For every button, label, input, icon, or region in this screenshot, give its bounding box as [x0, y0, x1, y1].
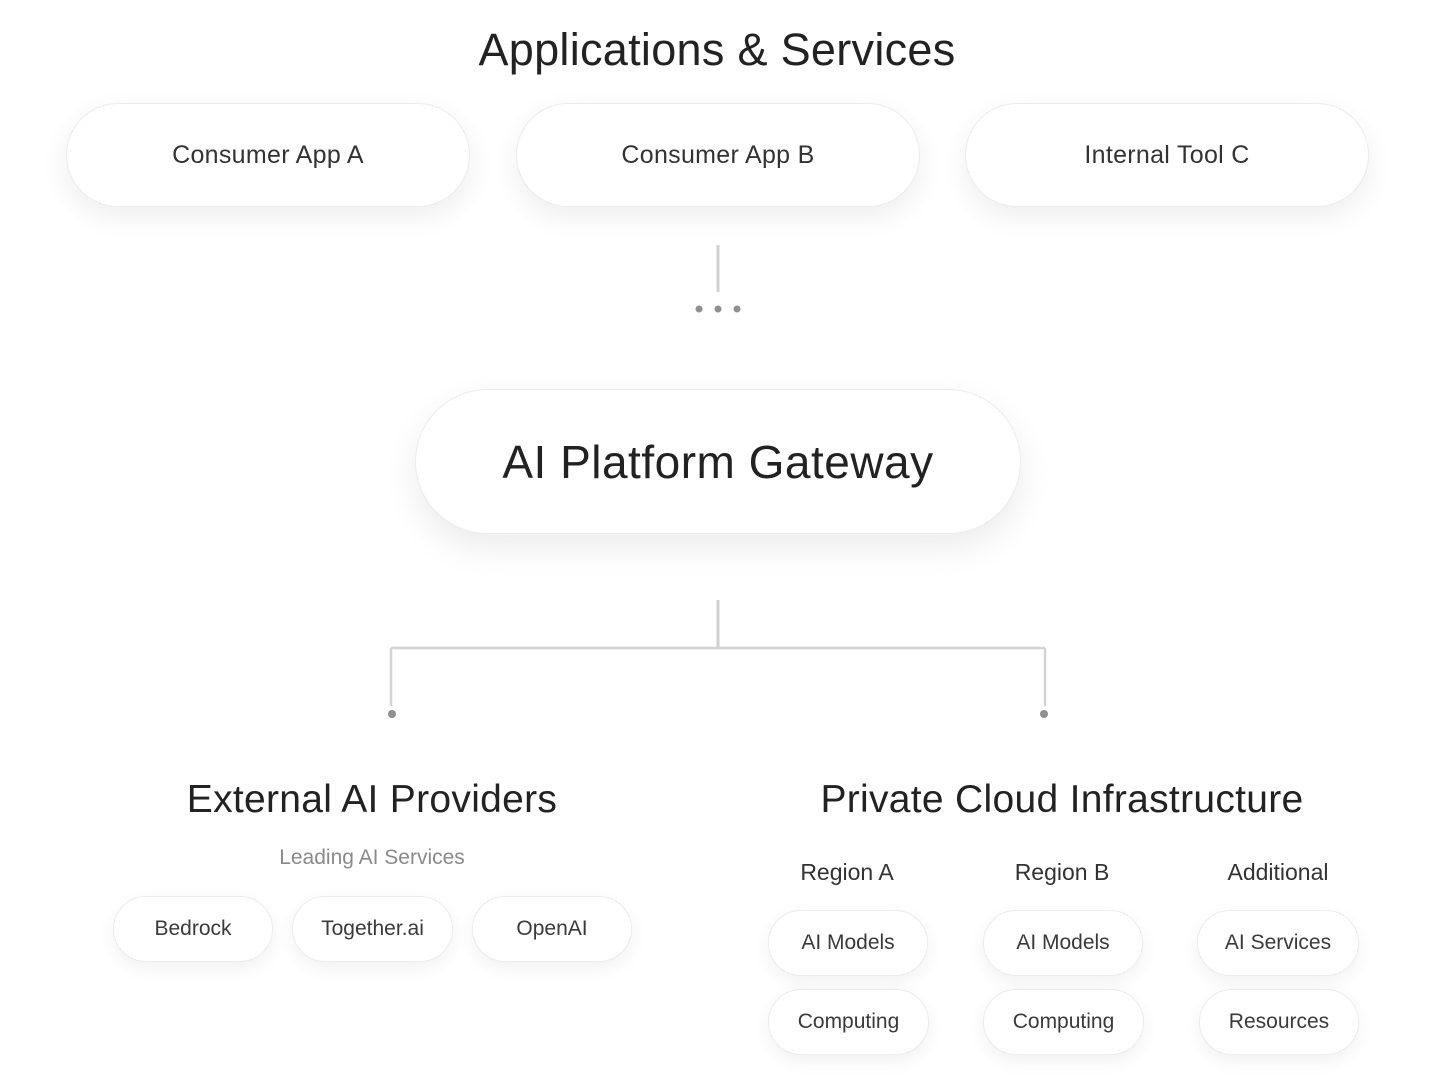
region-a-computing[interactable]: Computing — [768, 989, 929, 1055]
applications-title: Applications & Services — [478, 24, 956, 75]
app-card-consumer-a[interactable]: Consumer App A — [66, 103, 470, 207]
ellipsis-dot-3 — [733, 305, 741, 313]
app-card-internal-c[interactable]: Internal Tool C — [965, 103, 1369, 207]
provider-bedrock[interactable]: Bedrock — [113, 896, 273, 962]
region-b-ai-models[interactable]: AI Models — [983, 910, 1143, 976]
additional-label: Additional — [1227, 859, 1329, 885]
provider-together-ai[interactable]: Together.ai — [292, 896, 453, 962]
additional-resources[interactable]: Resources — [1199, 989, 1359, 1055]
app-card-consumer-b[interactable]: Consumer App B — [516, 103, 920, 207]
additional-ai-services[interactable]: AI Services — [1197, 910, 1359, 976]
region-b-computing[interactable]: Computing — [983, 989, 1144, 1055]
external-providers-title: External AI Providers — [186, 778, 558, 821]
region-a-ai-models[interactable]: AI Models — [768, 910, 928, 976]
branch-right-dot — [1040, 710, 1048, 718]
external-providers-subtitle: Leading AI Services — [279, 846, 465, 869]
gateway-node[interactable]: AI Platform Gateway — [415, 389, 1021, 534]
region-a-label: Region A — [800, 859, 894, 885]
ellipsis-dot-2 — [714, 305, 722, 313]
private-cloud-title: Private Cloud Infrastructure — [820, 778, 1304, 821]
region-b-label: Region B — [1014, 859, 1110, 885]
ellipsis-dot-1 — [695, 305, 703, 313]
branch-left-dot — [388, 710, 396, 718]
provider-openai[interactable]: OpenAI — [472, 896, 632, 962]
